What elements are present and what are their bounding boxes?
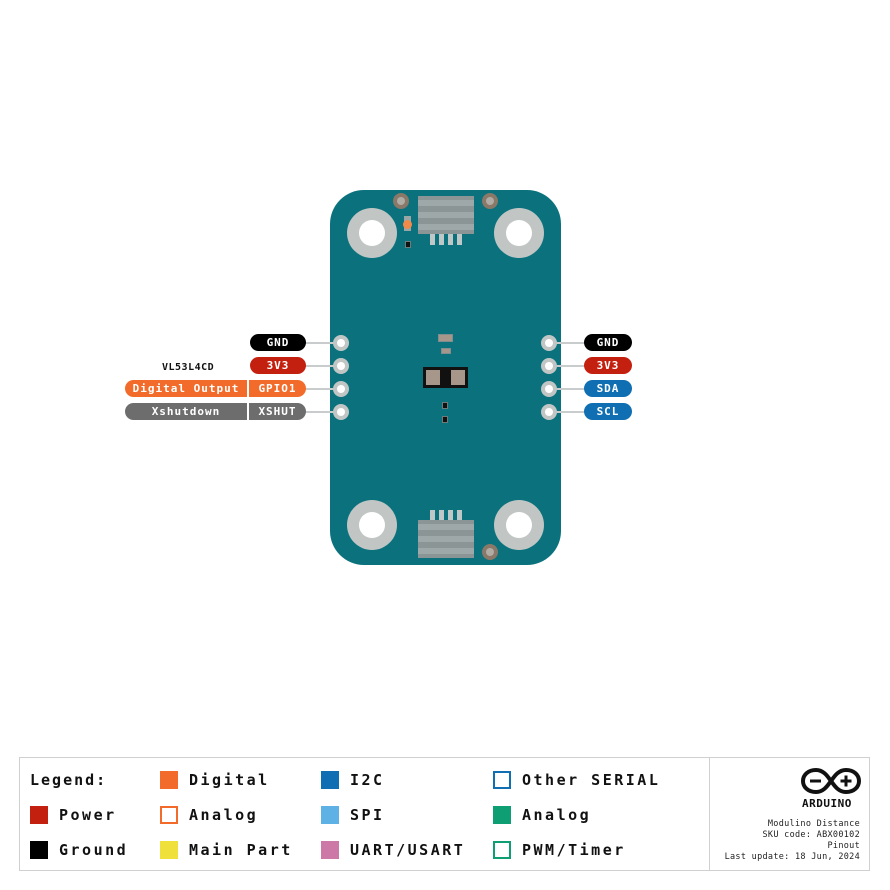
mounting-hole-bottom-left [347, 500, 397, 550]
doc-type: Pinout [827, 841, 860, 851]
legend-item-ground: Ground [30, 840, 128, 860]
connector-pin [457, 510, 462, 521]
pin-hole-right-gnd [541, 335, 557, 351]
pin-label-scl: SCL [584, 403, 632, 420]
pin-lead [305, 388, 335, 390]
brand-name: ARDUINO [802, 797, 852, 810]
ground-swatch-icon [30, 841, 48, 859]
pin-lead [305, 342, 335, 344]
mounting-hole-top-right [494, 208, 544, 258]
legend-item-spi: SPI [321, 805, 385, 825]
analog-filled-swatch-icon [493, 806, 511, 824]
screw-bottom-right [482, 544, 498, 560]
legend-item-analog-outline: Analog [160, 805, 258, 825]
mounting-hole-top-left [347, 208, 397, 258]
mounting-hole-bottom-right [494, 500, 544, 550]
arduino-logo-icon [800, 767, 862, 795]
pin-label-gpio1: GPIO1 [249, 380, 306, 397]
pin-function-xshutdown: Xshutdown [125, 403, 247, 420]
main-part-swatch-icon [160, 841, 178, 859]
analog-outline-swatch-icon [160, 806, 178, 824]
digital-swatch-icon [160, 771, 178, 789]
pin-lead [555, 388, 585, 390]
legend-item-pwm-timer: PWM/Timer [493, 840, 626, 860]
product-info: Modulino Distance SKU code: ABX00102 Pin… [725, 819, 860, 863]
connector-pin [448, 510, 453, 521]
pwm-timer-swatch-icon [493, 841, 511, 859]
legend-item-uart: UART/USART [321, 840, 465, 860]
legend-item-power: Power [30, 805, 117, 825]
smd-component [442, 402, 448, 409]
sku-code: SKU code: ABX00102 [762, 830, 860, 840]
legend-item-analog-filled: Analog [493, 805, 591, 825]
legend-item-i2c: I2C [321, 770, 385, 790]
qwiic-connector-bottom [418, 520, 474, 558]
i2c-swatch-icon [321, 771, 339, 789]
pin-label-gnd: GND [584, 334, 632, 351]
power-led-icon [403, 220, 412, 229]
smd-capacitor [438, 334, 453, 342]
pin-hole-left-3v3 [333, 358, 349, 374]
pin-hole-right-3v3 [541, 358, 557, 374]
pin-hole-right-sda [541, 381, 557, 397]
pin-label-3v3: 3V3 [584, 357, 632, 374]
uart-swatch-icon [321, 841, 339, 859]
smd-component [442, 416, 448, 423]
pin-function-digital-output: Digital Output [125, 380, 247, 397]
screw-top-left [393, 193, 409, 209]
legend-item-digital: Digital [160, 770, 270, 790]
pin-hole-right-scl [541, 404, 557, 420]
last-update: Last update: 18 Jun, 2024 [724, 852, 860, 862]
connector-pin [448, 234, 453, 245]
pin-lead [305, 411, 335, 413]
product-name: Modulino Distance [767, 819, 860, 829]
pin-lead [555, 342, 585, 344]
connector-pin [457, 234, 462, 245]
qwiic-connector-top [418, 196, 474, 234]
legend-item-main-part: Main Part [160, 840, 293, 860]
connector-pin [430, 510, 435, 521]
connector-pin [439, 510, 444, 521]
pin-label-3v3: 3V3 [250, 357, 306, 374]
legend-title: Legend: [30, 771, 108, 789]
pin-lead [555, 365, 585, 367]
legend-divider [709, 757, 710, 871]
legend-item-other-serial: Other SERIAL [493, 770, 660, 790]
pin-lead [305, 365, 335, 367]
vl53l4cd-sensor [423, 367, 468, 388]
pin-hole-left-gnd [333, 335, 349, 351]
connector-pin [430, 234, 435, 245]
pin-lead [555, 411, 585, 413]
pin-hole-left-gpio1 [333, 381, 349, 397]
smd-component [405, 241, 411, 248]
screw-top-right [482, 193, 498, 209]
pin-label-gnd: GND [250, 334, 306, 351]
connector-pin [439, 234, 444, 245]
smd-resistor [441, 348, 451, 354]
pin-label-sda: SDA [584, 380, 632, 397]
power-swatch-icon [30, 806, 48, 824]
pin-label-xshut: XSHUT [249, 403, 306, 420]
pin-hole-left-xshut [333, 404, 349, 420]
other-serial-swatch-icon [493, 771, 511, 789]
main-part-label: VL53L4CD [162, 362, 215, 373]
spi-swatch-icon [321, 806, 339, 824]
